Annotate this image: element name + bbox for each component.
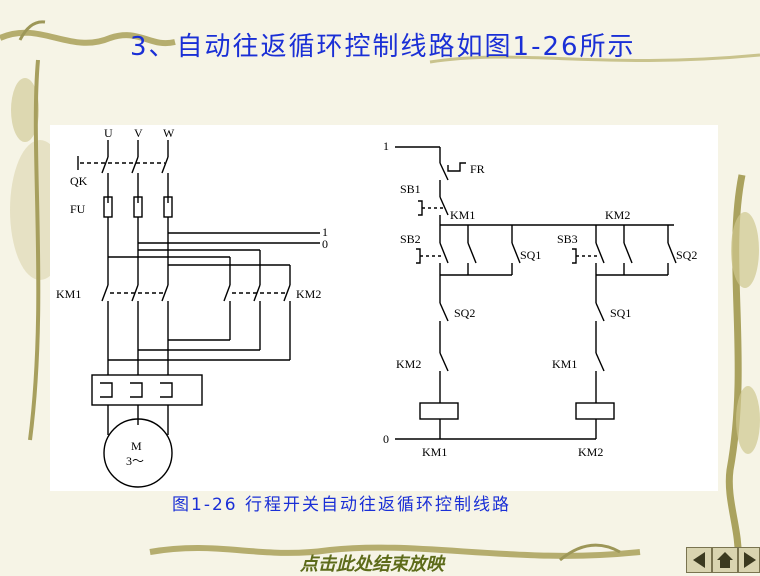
- interlock-label: KM2: [396, 357, 421, 371]
- contactor-label: KM1: [56, 287, 81, 301]
- seal-contact-label: KM2: [605, 208, 630, 222]
- phase-label: W: [163, 126, 175, 140]
- fuse-label: FU: [70, 202, 86, 216]
- house-icon: [717, 552, 733, 568]
- limit-switch-label: SQ2: [676, 248, 697, 262]
- contactor-label: KM2: [296, 287, 321, 301]
- interlock-label: KM1: [552, 357, 577, 371]
- switch-label: QK: [70, 174, 88, 188]
- figure-caption: 图1-26 行程开关自动往返循环控制线路: [172, 495, 511, 515]
- triangle-left-icon: [693, 552, 705, 568]
- stop-button-label: SB1: [400, 182, 421, 196]
- home-button[interactable]: [712, 547, 738, 573]
- phase-label: V: [134, 126, 143, 140]
- circuit-diagram-panel: U V W QK FU KM1 KM2 1 0 M 3～ 1 0 FR SB1 …: [50, 125, 718, 491]
- limit-switch-label: SQ1: [520, 248, 541, 262]
- circuit-diagram: U V W QK FU KM1 KM2 1 0 M 3～ 1 0 FR SB1 …: [56, 126, 697, 488]
- start-button-label: SB3: [557, 232, 578, 246]
- prev-button[interactable]: [686, 547, 712, 573]
- control-line-label: 1: [383, 139, 389, 153]
- coil-label: KM1: [422, 445, 447, 459]
- motor-label: 3～: [126, 454, 144, 468]
- triangle-right-icon: [744, 552, 756, 568]
- overload-label: FR: [470, 162, 485, 176]
- coil-label: KM2: [578, 445, 603, 459]
- next-button[interactable]: [738, 547, 760, 573]
- control-line-label: 0: [383, 432, 389, 446]
- start-button-label: SB2: [400, 232, 421, 246]
- limit-switch-label: SQ1: [610, 306, 631, 320]
- motor-label: M: [131, 439, 142, 453]
- slide-title: 3、自动往返循环控制线路如图1-26所示: [130, 32, 636, 62]
- seal-contact-label: KM1: [450, 208, 475, 222]
- end-show-link[interactable]: 点击此处结束放映: [300, 554, 444, 575]
- supply-line-label: 1: [322, 225, 328, 239]
- limit-switch-label: SQ2: [454, 306, 475, 320]
- phase-label: U: [104, 126, 113, 140]
- supply-line-label: 0: [322, 237, 328, 251]
